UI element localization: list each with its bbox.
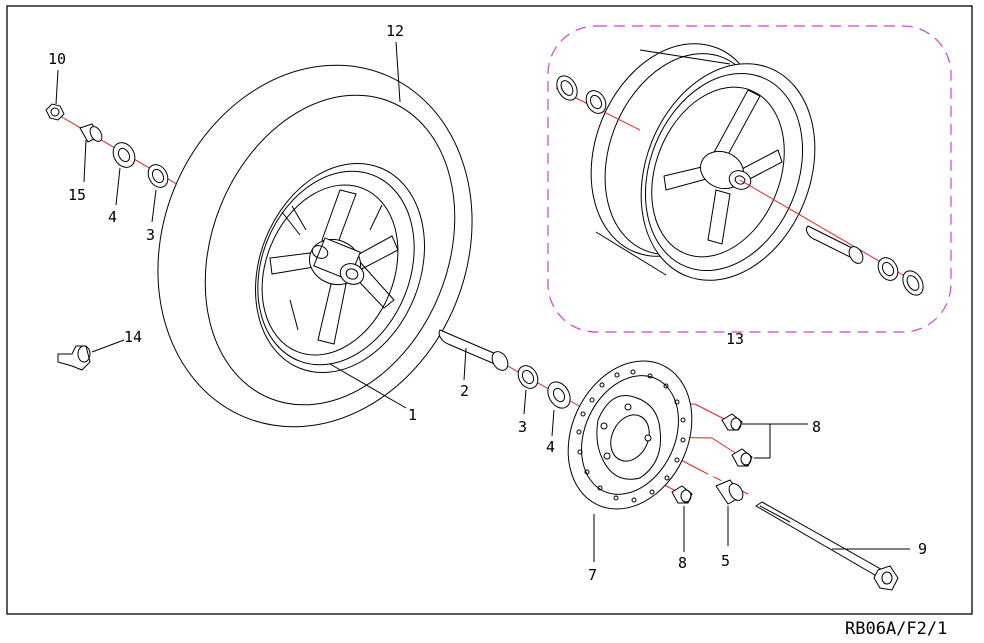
callout-12: 12	[386, 22, 404, 40]
callout-14: 14	[124, 328, 142, 346]
callout-4-left: 4	[108, 208, 117, 226]
callout-9: 9	[918, 540, 927, 558]
disc-bolt-lower	[671, 485, 693, 504]
front-wheel-with-tire	[157, 64, 473, 428]
callout-3-right: 3	[518, 418, 527, 436]
callout-8-lower: 8	[678, 554, 687, 572]
callout-13: 13	[726, 330, 744, 348]
callout-numbers: 10 15 4 3 12 14 1 2 3 4 13 8 7 8 5 9	[48, 22, 927, 584]
callout-2: 2	[460, 382, 469, 400]
oil-seal-left	[112, 142, 136, 168]
callout-5: 5	[721, 552, 730, 570]
disc-bolt-upper	[721, 413, 743, 431]
callout-10: 10	[48, 50, 66, 68]
disc-bolt-middle	[731, 448, 753, 467]
leader-lines	[55, 41, 910, 562]
front-axle	[755, 501, 899, 591]
drawing-reference: RB06A/F2/1	[845, 619, 947, 639]
wheel-assembly-box	[547, 25, 952, 333]
bearing-right	[517, 365, 539, 389]
wheel-rim-assembly	[555, 43, 924, 296]
callout-3-left: 3	[146, 226, 155, 244]
tire-valve	[57, 345, 91, 371]
drawing-frame	[6, 5, 973, 615]
distance-collar	[438, 329, 509, 371]
axle-collar	[79, 123, 103, 143]
bearing-left	[147, 164, 169, 188]
callout-4-right: 4	[546, 438, 555, 456]
callout-7: 7	[588, 566, 597, 584]
axle-nut	[45, 103, 65, 121]
oil-seal-right	[547, 381, 571, 409]
callout-15: 15	[68, 186, 86, 204]
callout-1: 1	[408, 406, 417, 424]
right-collar	[715, 479, 744, 505]
callout-8-upper: 8	[812, 418, 821, 436]
brake-disc	[567, 360, 693, 510]
